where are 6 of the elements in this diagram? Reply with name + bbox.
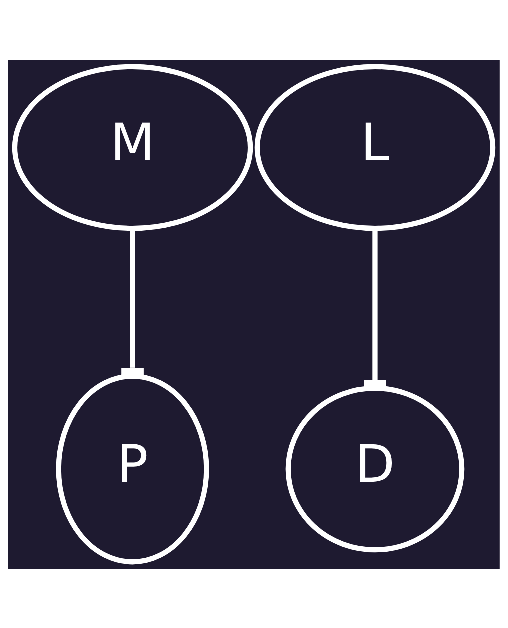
connector <box>122 228 144 377</box>
node-ellipse: L <box>254 64 496 231</box>
node-ellipse: P <box>56 373 210 564</box>
node-ellipse: M <box>12 64 254 231</box>
node-circle: D <box>286 385 465 552</box>
connector <box>364 228 386 388</box>
